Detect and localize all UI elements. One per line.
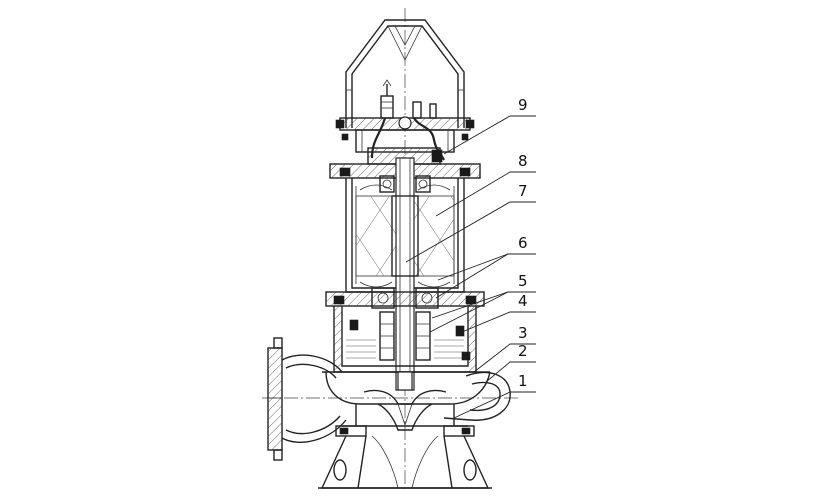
leader-3 [473,343,536,373]
leader-5b [429,291,509,333]
leader-9 [443,115,536,155]
leader-4 [461,311,536,333]
callout-1: 1 [518,372,528,390]
leader-8 [435,171,536,217]
leader-2 [485,361,536,383]
callout-5: 5 [518,272,528,290]
base-stand [318,425,492,489]
leader-1 [453,391,536,419]
callout-4: 4 [518,292,528,310]
callout-labels: 9 8 7 6 5 4 3 2 1 [518,96,528,390]
callout-6: 6 [518,234,528,252]
callout-9: 9 [518,96,528,114]
lifting-handle [345,19,465,128]
leader-6b [435,253,509,299]
callout-7: 7 [518,182,528,200]
callout-3: 3 [518,324,528,342]
leader-7 [405,201,536,263]
callout-8: 8 [518,152,528,170]
impeller [355,371,455,431]
callout-2: 2 [518,342,528,360]
middle-flange [325,287,485,309]
leader-lines [405,115,536,419]
pump-volute [267,337,511,461]
